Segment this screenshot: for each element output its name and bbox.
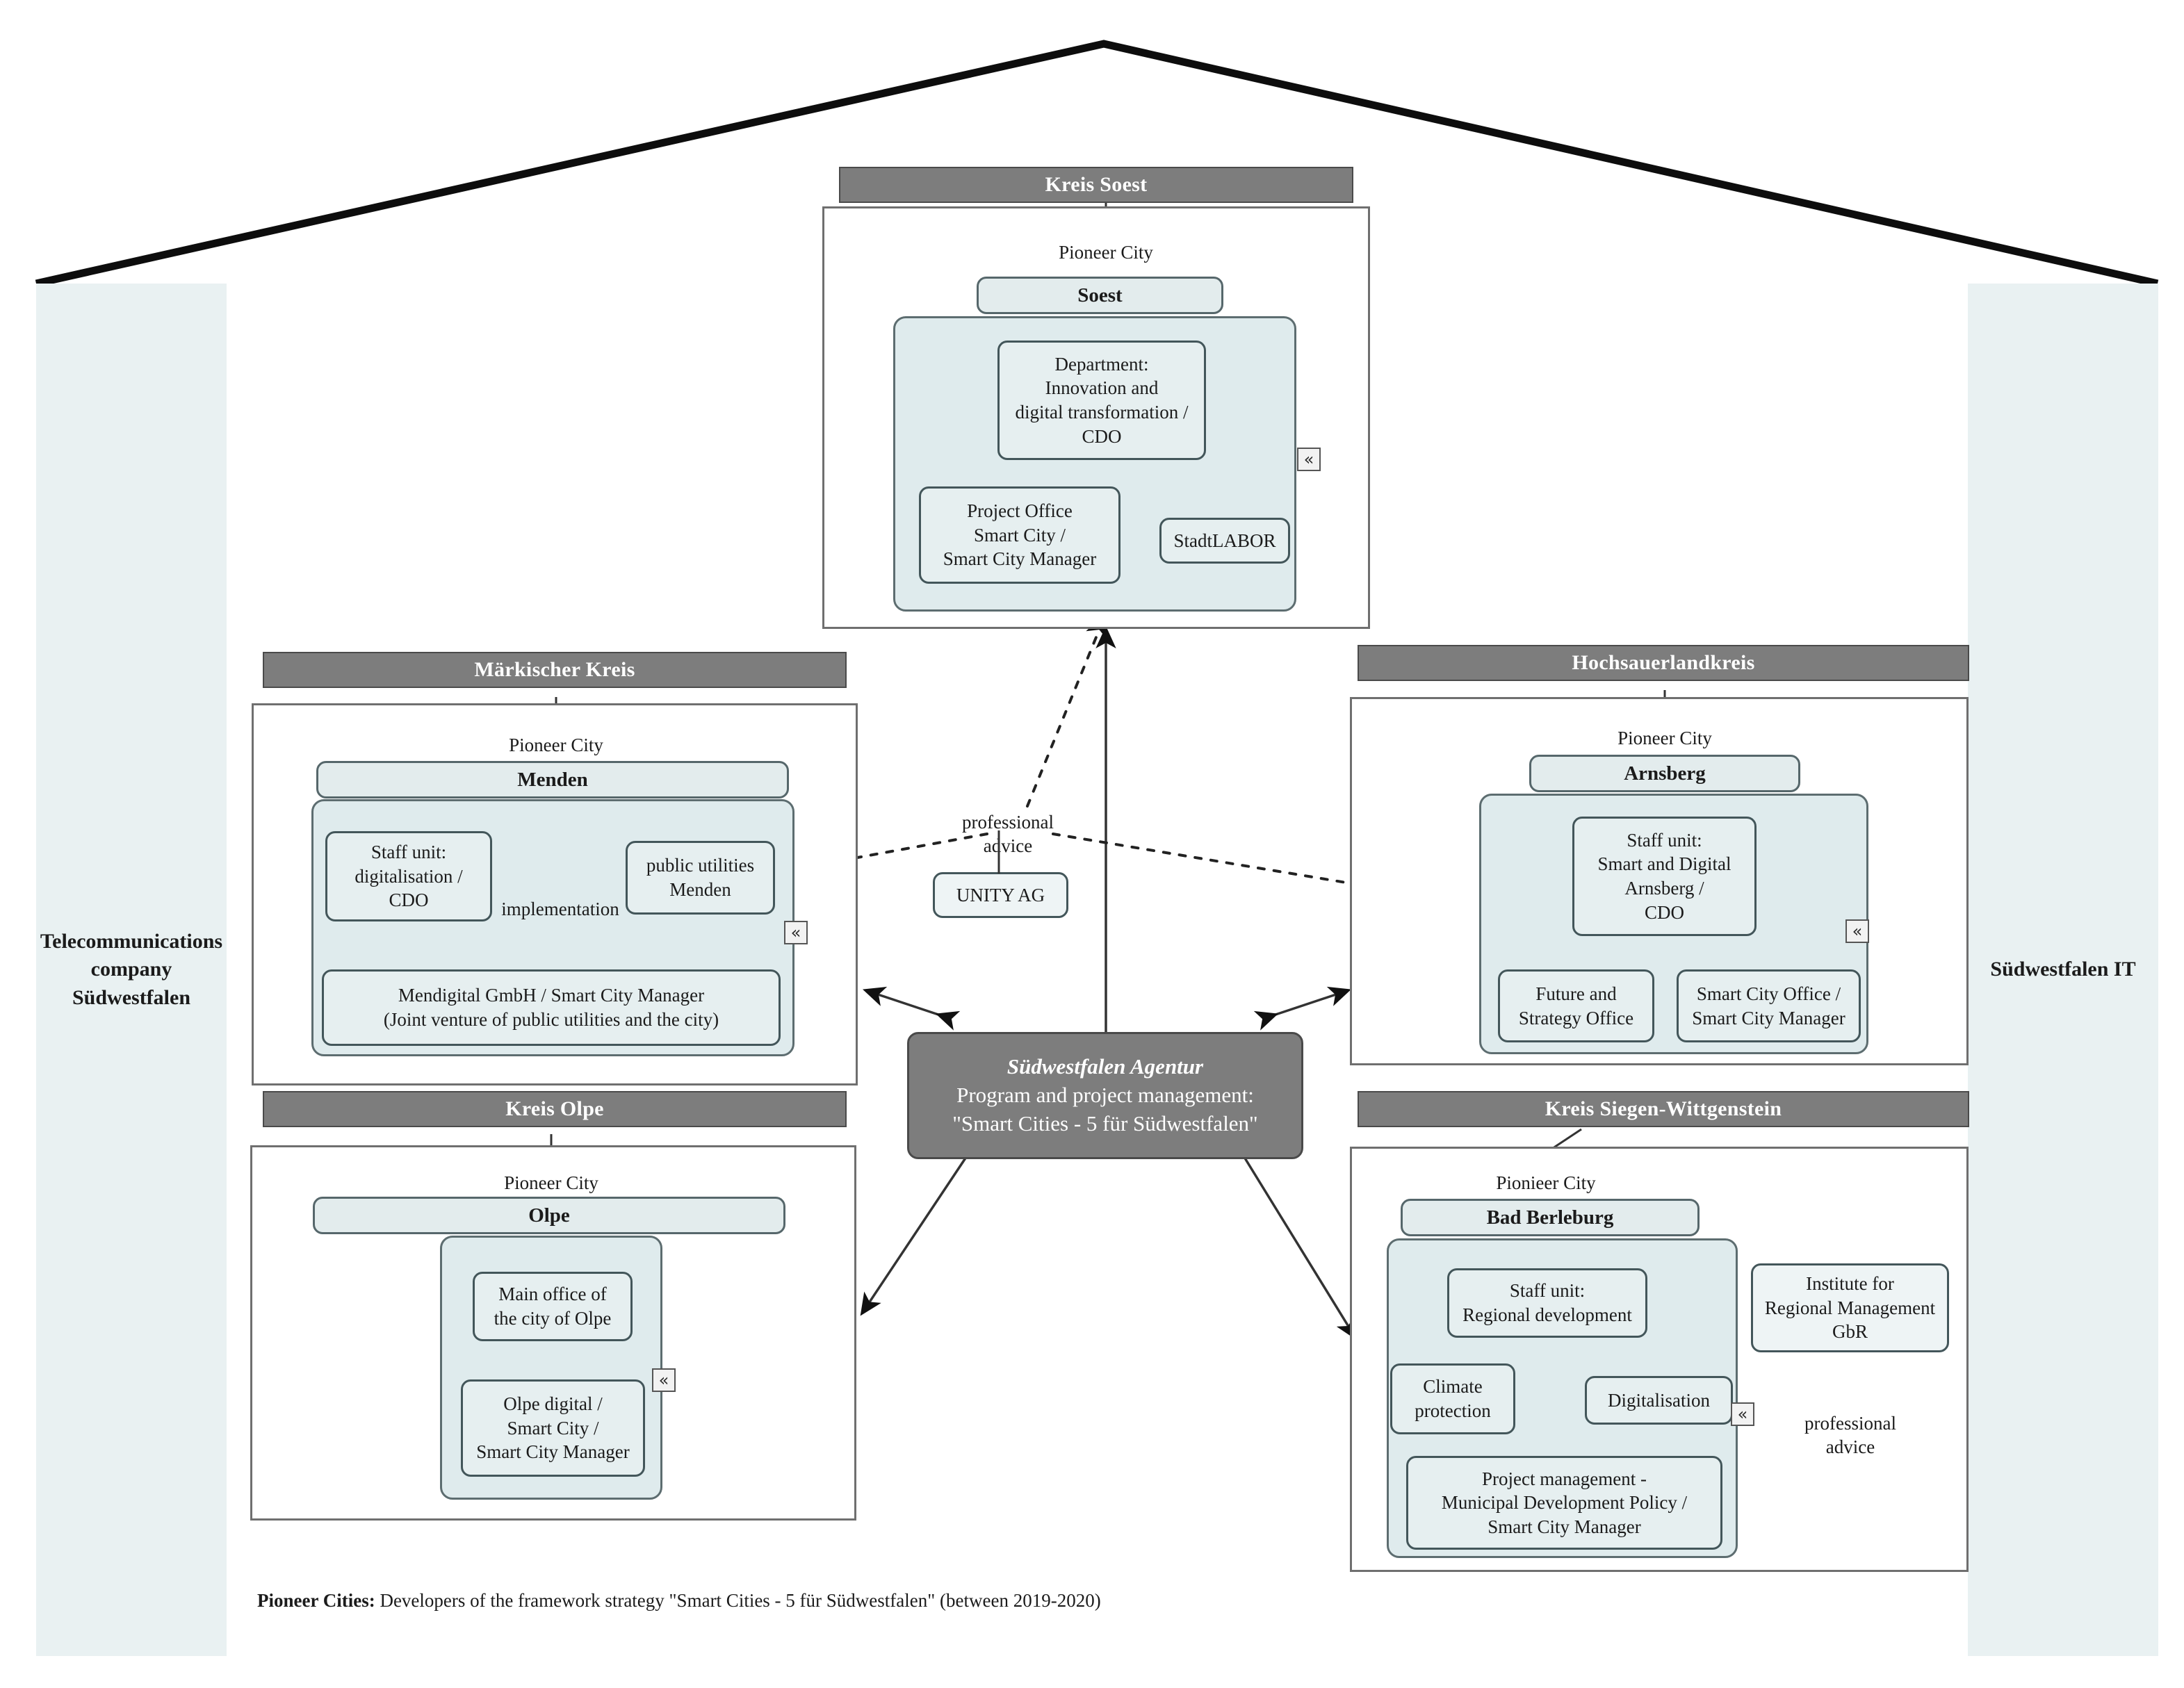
- city-soest[interactable]: Soest: [977, 277, 1223, 314]
- agency-line-1: Program and project management:: [956, 1082, 1254, 1107]
- arnsberg-unit-staff-smart-digital[interactable]: Staff unit: Smart and Digital Arnsberg /…: [1572, 817, 1757, 936]
- maerkischer-relation-label: Pioneer City: [509, 734, 603, 755]
- kreis-maerkischer-title: Märkischer Kreis: [474, 658, 635, 681]
- soest-unit-project-office[interactable]: Project Office Smart City / Smart City M…: [919, 486, 1120, 584]
- menden-implementation-label: implementation: [501, 898, 619, 919]
- unity-ag-label: UNITY AG: [956, 884, 1045, 906]
- menden-unit-mendigital[interactable]: Mendigital GmbH / Smart City Manager (Jo…: [322, 969, 781, 1046]
- footnote-bold: Pioneer Cities:: [257, 1590, 375, 1611]
- kreis-soest-title: Kreis Soest: [1045, 173, 1148, 196]
- city-olpe-label: Olpe: [528, 1204, 570, 1227]
- siegen-chevron-icon[interactable]: «: [1731, 1402, 1754, 1426]
- city-arnsberg[interactable]: Arnsberg: [1529, 755, 1800, 792]
- olpe-relation-label: Pioneer City: [504, 1172, 598, 1193]
- kreis-maerkischer-header[interactable]: Märkischer Kreis: [263, 652, 847, 688]
- siegen-relation-label: Pionieer City: [1496, 1172, 1596, 1193]
- olpe-unit-olpe-digital[interactable]: Olpe digital / Smart City / Smart City M…: [461, 1379, 645, 1477]
- soest-relation-label: Pioneer City: [1059, 241, 1153, 263]
- hochsauerland-relation-label: Pioneer City: [1617, 727, 1712, 748]
- kreis-siegen-title: Kreis Siegen-Wittgenstein: [1545, 1097, 1782, 1120]
- city-arnsberg-label: Arnsberg: [1624, 762, 1706, 785]
- agency-links: [860, 625, 1358, 1341]
- institute-regional-management[interactable]: Institute for Regional Management GbR: [1751, 1263, 1949, 1352]
- kreis-olpe-header[interactable]: Kreis Olpe: [263, 1091, 847, 1127]
- city-bad-berleburg-label: Bad Berleburg: [1486, 1206, 1614, 1229]
- pillar-right-label: Südwestfalen IT: [1990, 958, 2136, 981]
- soest-unit-stadtlabor[interactable]: StadtLABOR: [1159, 518, 1290, 564]
- suedwestfalen-agentur-box[interactable]: Südwestfalen Agentur Program and project…: [907, 1032, 1303, 1159]
- bad-berleburg-unit-digitalisation[interactable]: Digitalisation: [1585, 1376, 1733, 1425]
- menden-unit-public-utilities[interactable]: public utilities Menden: [626, 841, 775, 915]
- city-menden-label: Menden: [517, 768, 588, 791]
- unity-stem: [997, 830, 1000, 874]
- kreis-olpe-title: Kreis Olpe: [505, 1097, 604, 1120]
- unity-ag-box[interactable]: UNITY AG: [933, 872, 1068, 918]
- footnote: Pioneer Cities: Developers of the framew…: [257, 1590, 1647, 1612]
- kreis-siegen-header[interactable]: Kreis Siegen-Wittgenstein: [1358, 1091, 1969, 1127]
- footnote-rest: Developers of the framework strategy "Sm…: [375, 1590, 1101, 1611]
- pillar-telecommunications: Telecommunications company Südwestfalen: [36, 284, 227, 1656]
- pillar-suedwestfalen-it: Südwestfalen IT: [1968, 284, 2158, 1656]
- agency-line-2: "Smart Cities - 5 für Südwestfalen": [952, 1111, 1258, 1136]
- city-menden[interactable]: Menden: [316, 761, 789, 798]
- maerkischer-chevron-icon[interactable]: «: [784, 921, 808, 944]
- pillar-left-label: Telecommunications company Südwestfalen: [40, 929, 223, 1009]
- olpe-chevron-icon[interactable]: «: [652, 1368, 676, 1392]
- city-soest-label: Soest: [1077, 284, 1123, 306]
- kreis-hochsauerland-title: Hochsauerlandkreis: [1572, 651, 1755, 674]
- bad-berleburg-unit-project-management[interactable]: Project management - Municipal Developme…: [1406, 1456, 1722, 1550]
- bad-berleburg-unit-climate-protection[interactable]: Climate protection: [1390, 1363, 1515, 1434]
- kreis-hochsauerland-header[interactable]: Hochsauerlandkreis: [1358, 645, 1969, 681]
- arnsberg-unit-smart-city-office[interactable]: Smart City Office / Smart City Manager: [1677, 969, 1861, 1042]
- hochsauerland-chevron-icon[interactable]: «: [1845, 919, 1869, 943]
- agency-name: Südwestfalen Agentur: [1007, 1054, 1204, 1079]
- arnsberg-unit-future-strategy[interactable]: Future and Strategy Office: [1498, 969, 1654, 1042]
- institute-relation-label: professional advice: [1804, 1412, 1896, 1457]
- olpe-unit-main-office[interactable]: Main office of the city of Olpe: [473, 1272, 633, 1341]
- kreis-soest-header[interactable]: Kreis Soest: [839, 167, 1353, 203]
- soest-chevron-icon[interactable]: «: [1297, 448, 1321, 471]
- city-olpe[interactable]: Olpe: [313, 1197, 785, 1234]
- menden-unit-staff-digitalisation[interactable]: Staff unit: digitalisation / CDO: [325, 831, 492, 921]
- soest-unit-department[interactable]: Department: Innovation and digital trans…: [997, 341, 1206, 460]
- bad-berleburg-unit-regional-development[interactable]: Staff unit: Regional development: [1447, 1268, 1647, 1338]
- unity-relation-label: professional advice: [962, 811, 1054, 856]
- city-bad-berleburg[interactable]: Bad Berleburg: [1401, 1199, 1700, 1236]
